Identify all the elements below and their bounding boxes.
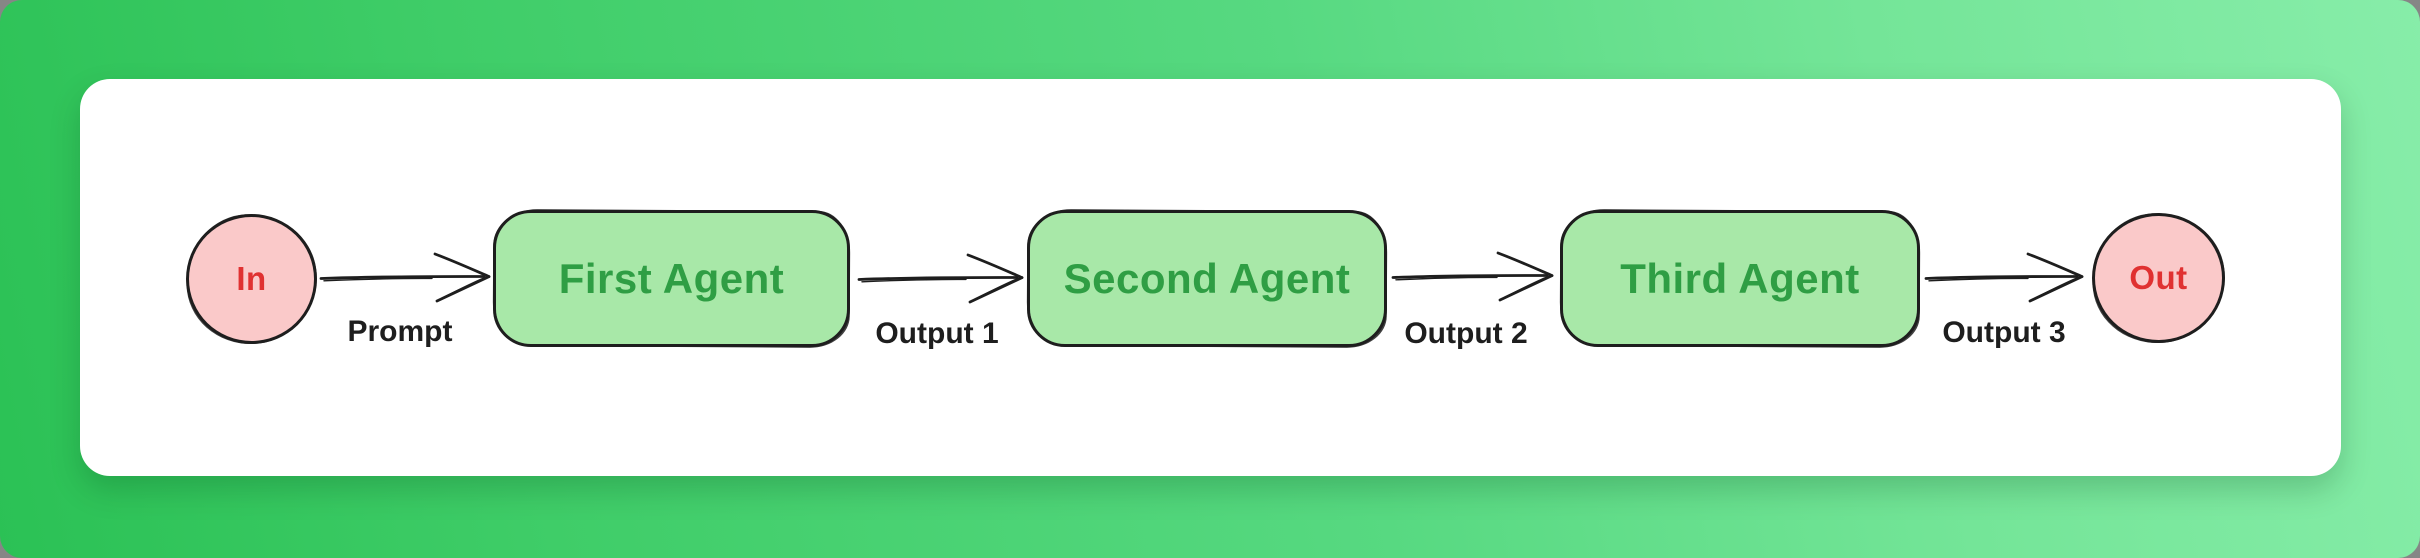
edge-label-output-2: Output 2 [1404,317,1528,350]
node-out-label: Out [2129,259,2188,296]
node-second-agent: Second Agent [1027,210,1387,347]
edge-label-output-3: Output 3 [1942,316,2066,349]
node-in: In [186,214,317,344]
edge-label-prompt: Prompt [347,315,453,348]
node-out: Out [2092,213,2225,343]
node-in-label: In [236,260,267,297]
arrow-second-to-third-agent [1391,251,1554,302]
arrow-first-to-second-agent [857,253,1024,304]
node-third-agent-label: Third Agent [1620,254,1860,302]
arrow-in-to-first-agent [319,252,491,303]
node-first-agent: First Agent [493,210,850,347]
diagram-card: In Prompt First Agent Output 1 Second Ag… [80,79,2341,476]
node-third-agent: Third Agent [1560,210,1920,347]
edge-label-output-1: Output 1 [875,317,999,350]
node-first-agent-label: First Agent [558,254,785,302]
node-second-agent-label: Second Agent [1063,254,1351,302]
arrow-third-to-out [1924,252,2084,303]
